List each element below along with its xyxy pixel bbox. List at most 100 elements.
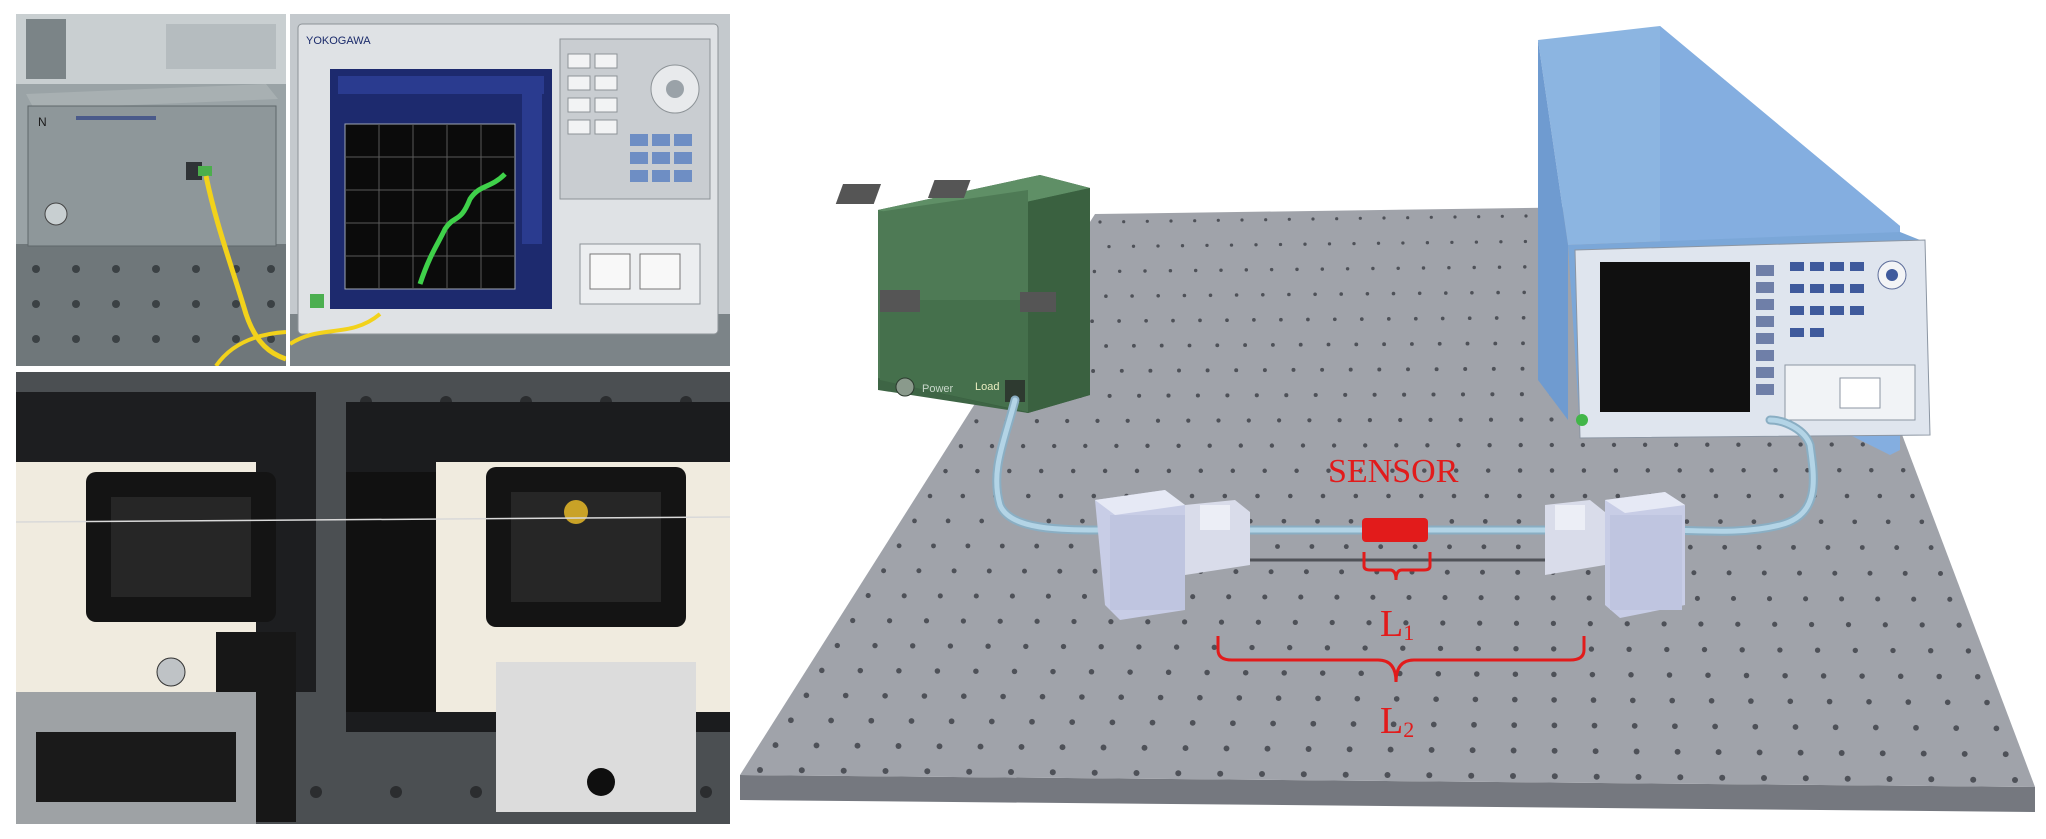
table-hole [945,518,951,524]
table-hole [1524,214,1528,218]
l1-label: L1 [1380,603,1414,645]
table-hole [1894,545,1900,551]
table-hole [960,618,967,624]
table-hole [1298,594,1304,600]
table-hole [1518,442,1523,448]
table-hole [1433,696,1439,703]
table-hole [1974,673,1981,680]
table-hole [1803,596,1809,602]
table-hole [1118,694,1125,701]
table-hole [1444,291,1448,295]
table-hole [1591,722,1598,729]
table-hole [1792,724,1799,730]
table-hole [1919,519,1925,525]
table-hole [1156,294,1160,298]
table-hole [886,618,893,624]
table-hole [1339,292,1343,296]
table-hole [1751,519,1757,525]
table-hole [1465,341,1470,346]
table-hole [1897,673,1904,680]
table-hole [986,568,992,574]
table-hole [1748,698,1754,704]
table-hole [1218,619,1225,625]
table-hole [1148,368,1153,373]
table-hole [1143,269,1147,273]
table-hole [1180,244,1185,248]
table-hole [1425,443,1430,448]
table-hole [1425,241,1430,245]
table-hole [1515,569,1521,575]
photo-light-source: N [16,14,286,366]
table-hole [1814,647,1821,653]
table-hole [1844,493,1850,499]
table-hole [1091,769,1098,776]
photo-spectrum-analyzer: YOKOGAWA [290,14,730,366]
table-hole [1510,773,1516,779]
table-hole [1469,747,1476,754]
light-source: Power Load [835,175,1090,413]
table-hole [1367,417,1373,423]
table-hole [1197,694,1203,701]
table-hole [1761,775,1767,781]
table-hole [803,692,810,699]
table-hole [1169,219,1173,223]
table-hole [1437,645,1444,652]
table-hole [1343,544,1349,550]
table-hole [1590,697,1597,703]
table-hole [1456,443,1461,448]
table-hole [1000,693,1006,700]
table-hole [1382,216,1386,220]
table-hole [1226,594,1232,600]
table-hole [1900,467,1906,473]
table-hole [1677,774,1684,781]
table-hole [1327,242,1332,246]
table-hole [1631,723,1638,729]
table-hole [1499,240,1503,244]
table-hole [819,667,825,674]
table-hole [979,518,985,524]
table-hole [1586,595,1592,601]
table-hole [1155,418,1161,423]
table-hole [1705,672,1711,678]
l2-label: L2 [1380,700,1414,742]
table-hole [772,742,779,749]
table-hole [1736,442,1741,447]
table-hole [960,693,967,700]
table-hole [1313,392,1318,398]
table-hole [1350,721,1357,727]
table-hole [1447,265,1451,270]
table-hole [1145,619,1151,625]
table-hole [1166,393,1171,398]
table-hole [1181,619,1188,625]
table-hole [1122,220,1126,224]
table-hole [1252,318,1256,322]
table-hole [1287,644,1293,651]
table-hole [1261,293,1265,297]
table-hole [1117,319,1121,323]
table-hole [1440,316,1445,321]
table-hole [1352,241,1356,246]
table-hole [1108,618,1114,625]
table-hole [1353,493,1359,499]
table-hole [1519,417,1524,422]
table-hole [1837,467,1842,473]
table-hole [924,768,931,775]
table-hole [872,642,878,649]
table-hole [1198,318,1202,323]
table-hole [1279,317,1283,322]
table-hole [1449,519,1455,524]
table-hole [1592,748,1599,755]
table-hole [1928,648,1934,654]
l2-bracket [1216,636,1586,683]
table-hole [1100,744,1107,751]
table-hole [1284,393,1289,398]
table-hole [1474,671,1480,677]
table-hole [1306,317,1310,322]
table-hole [1797,570,1802,576]
table-hole [1315,518,1320,524]
table-hole [1403,620,1409,626]
table-hole [1254,393,1259,398]
table-hole [1264,218,1268,222]
table-hole [1335,217,1339,221]
table-hole [1513,620,1520,626]
